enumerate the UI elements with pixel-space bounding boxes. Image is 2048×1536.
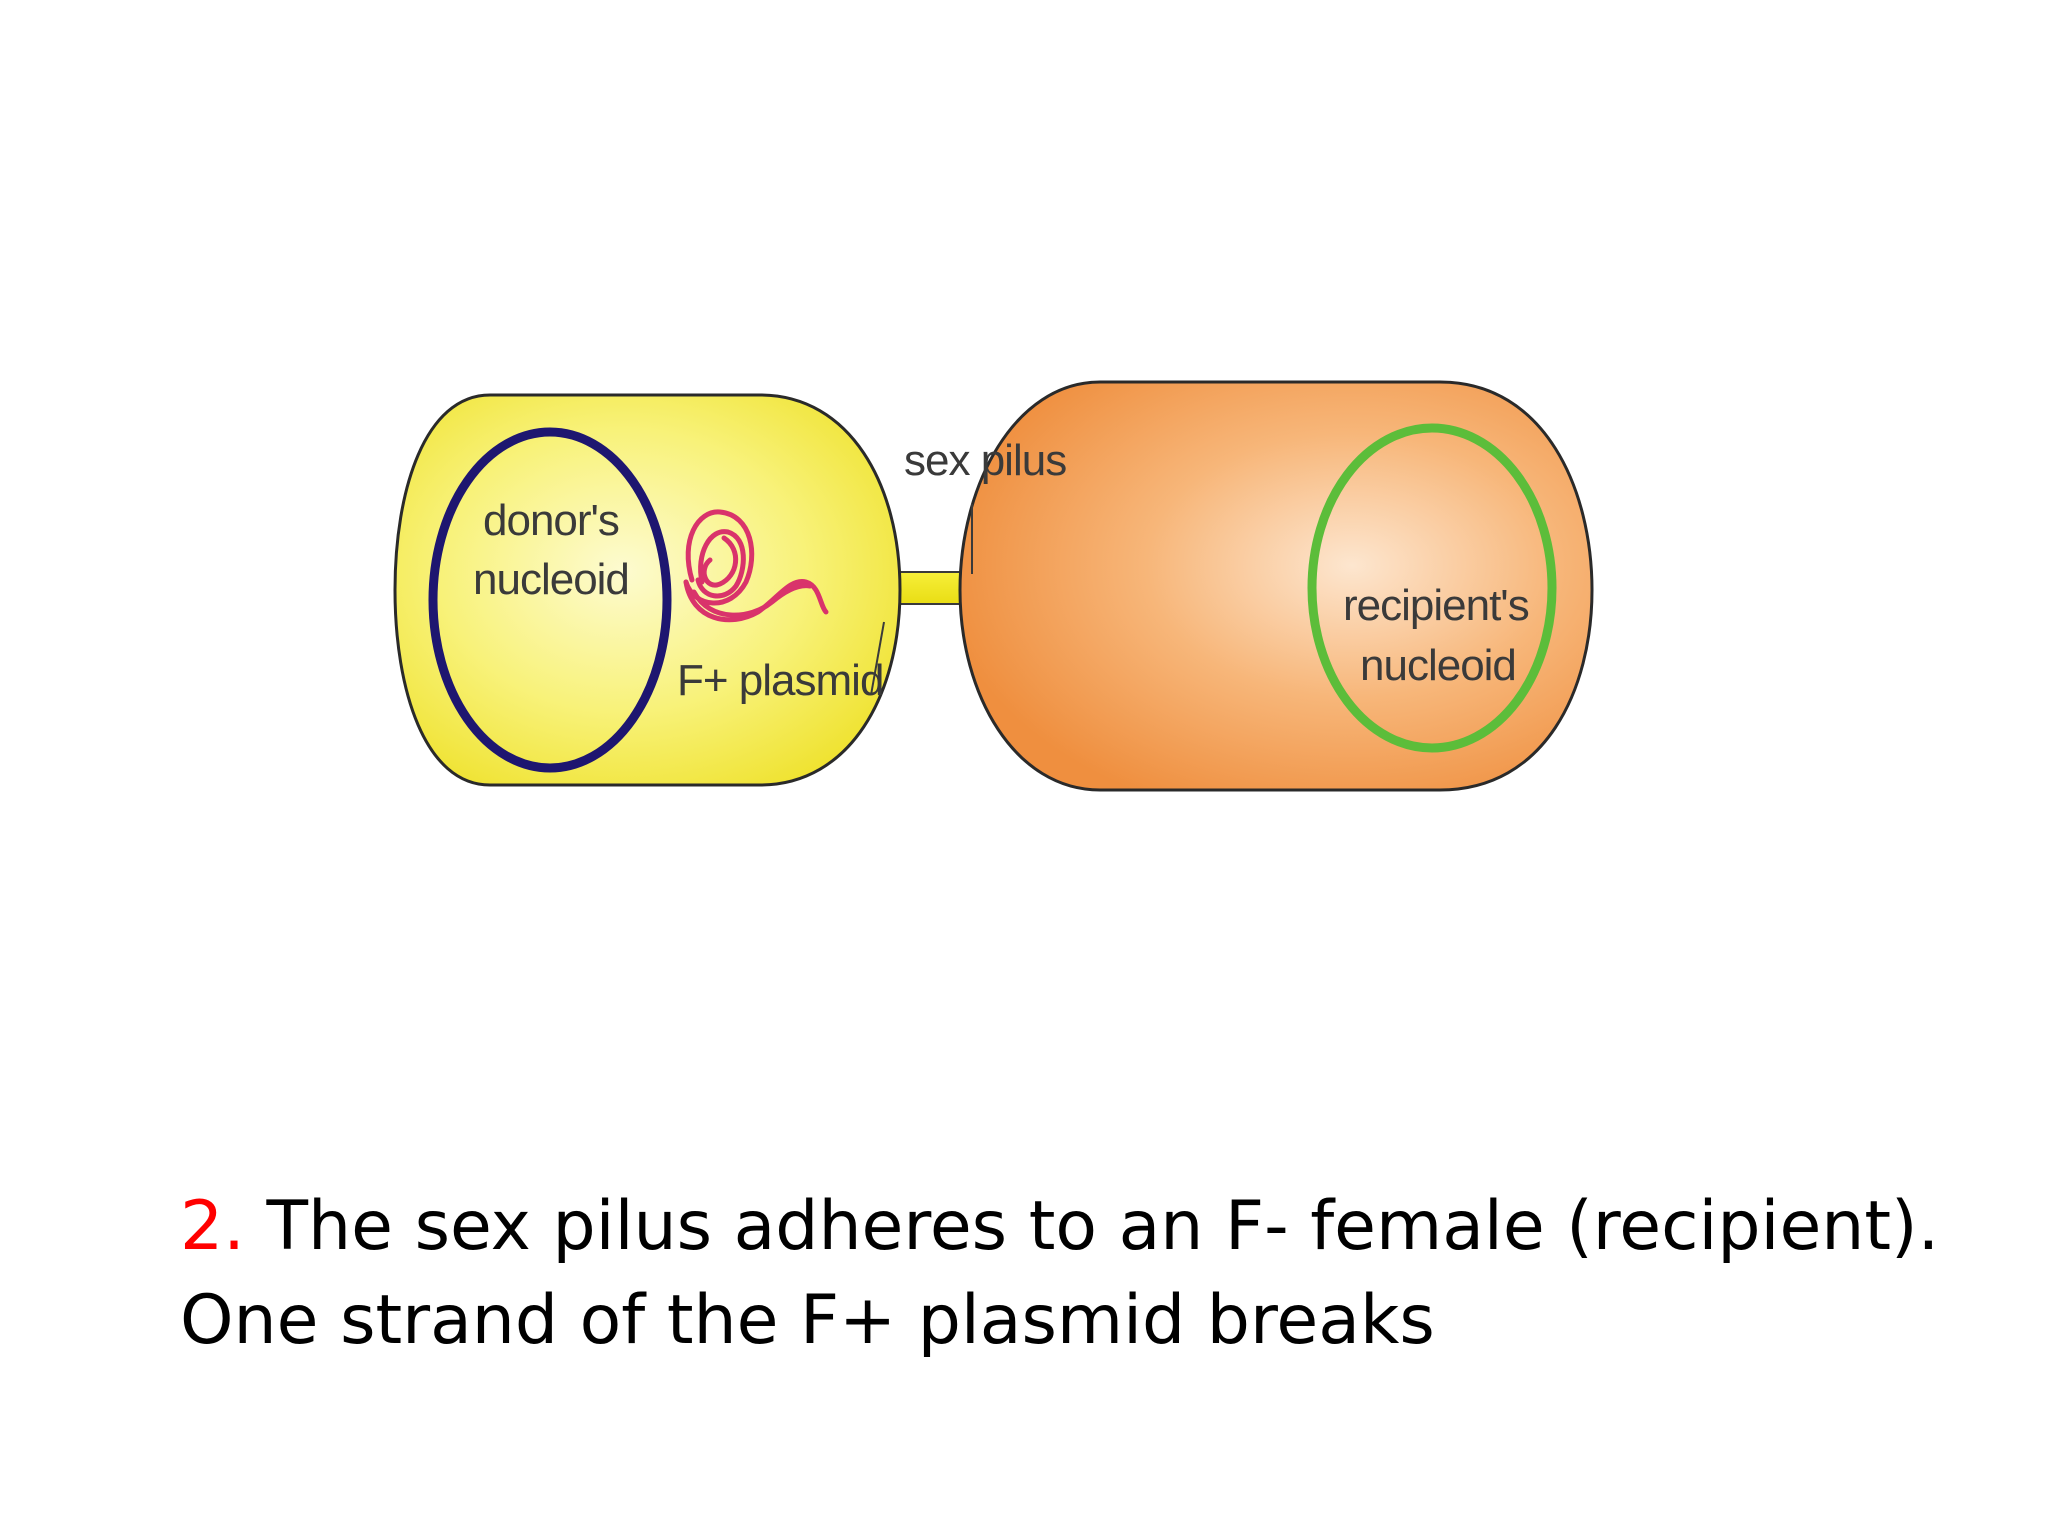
- f-plasmid-pointer: [870, 621, 885, 696]
- recipient-nucleoid-ring: [1307, 423, 1557, 753]
- recipient-cell: [958, 380, 1594, 792]
- slide-caption: 2. The sex pilus adheres to an F- female…: [180, 1180, 1980, 1368]
- conjugation-diagram: donor's nucleoid F+ plasmid sex pilus re…: [380, 350, 1610, 830]
- donor-nucleoid-ring: [428, 427, 672, 773]
- sex-pilus-label: sex pilus: [904, 436, 1066, 485]
- f-plasmid-icon: [683, 509, 829, 623]
- f-plasmid-label: F+ plasmid: [677, 656, 883, 705]
- caption-line-1: 2. The sex pilus adheres to an F- female…: [180, 1180, 1980, 1274]
- recipient-nucleoid-label-line2: nucleoid: [1360, 641, 1516, 690]
- step-number: 2.: [180, 1187, 245, 1266]
- donor-nucleoid-label-line2: nucleoid: [473, 555, 629, 604]
- caption-line-1-text: The sex pilus adheres to an F- female (r…: [244, 1187, 1940, 1266]
- donor-cell: [393, 393, 902, 787]
- recipient-nucleoid-label-line1: recipient's: [1343, 581, 1529, 630]
- donor-nucleoid-label-line1: donor's: [483, 496, 619, 545]
- caption-line-2: One strand of the F+ plasmid breaks: [180, 1281, 1435, 1360]
